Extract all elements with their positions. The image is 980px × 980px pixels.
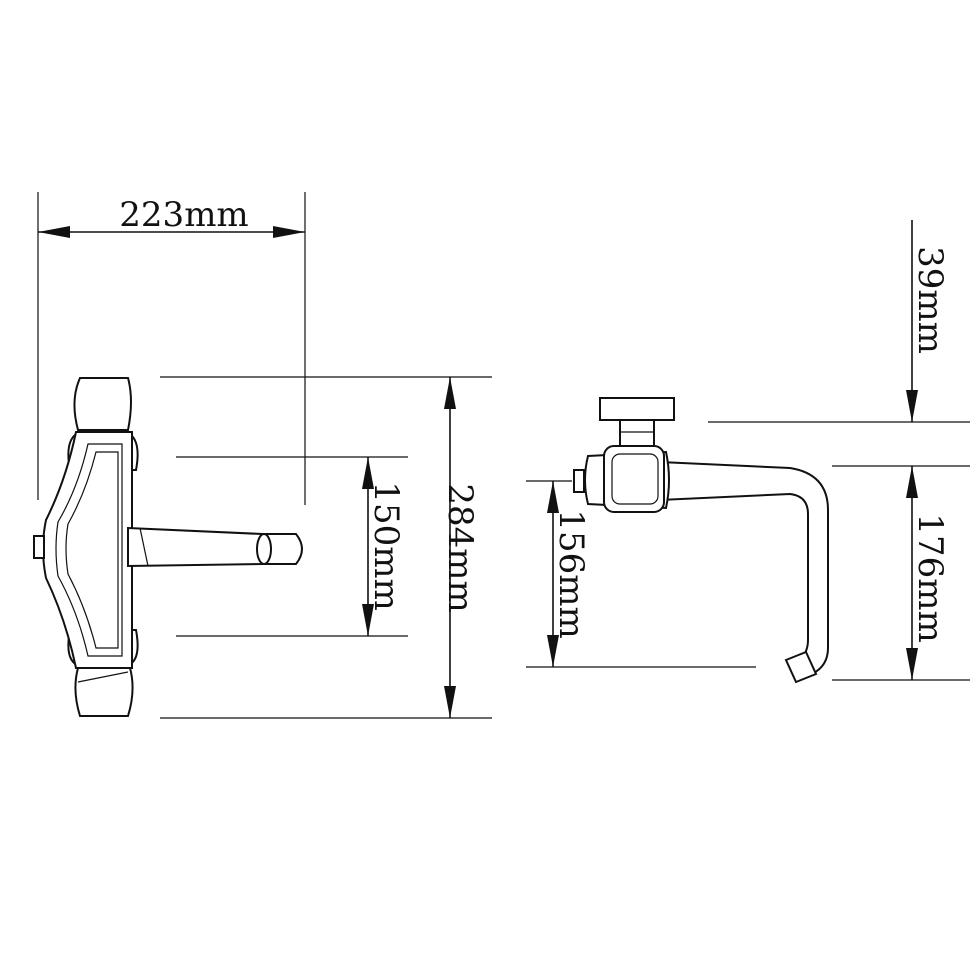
dim-39-label: 39mm bbox=[910, 246, 950, 354]
side-handle-cap bbox=[599, 397, 675, 421]
side-view bbox=[573, 397, 829, 684]
front-lower-cap bbox=[74, 667, 134, 717]
side-spout-arm bbox=[659, 460, 829, 676]
dim-176: 176mm bbox=[832, 465, 970, 681]
dim-223-label: 223mm bbox=[119, 195, 248, 235]
dim-150-label: 150mm bbox=[366, 481, 406, 610]
dim-223: 223mm bbox=[37, 192, 306, 505]
front-upper-cap bbox=[73, 377, 132, 431]
dim-284: 284mm bbox=[160, 376, 492, 719]
front-view bbox=[33, 377, 303, 717]
front-side-button bbox=[33, 535, 45, 559]
dim-156: 156mm bbox=[526, 480, 756, 668]
front-spout bbox=[127, 526, 263, 568]
dim-39: 39mm bbox=[708, 220, 970, 423]
side-button bbox=[573, 469, 585, 493]
dim-156-label: 156mm bbox=[551, 509, 591, 638]
dim-150: 150mm bbox=[176, 456, 408, 637]
front-body bbox=[42, 431, 133, 669]
dim-176-label: 176mm bbox=[910, 513, 950, 642]
dim-284-label: 284mm bbox=[440, 483, 480, 612]
